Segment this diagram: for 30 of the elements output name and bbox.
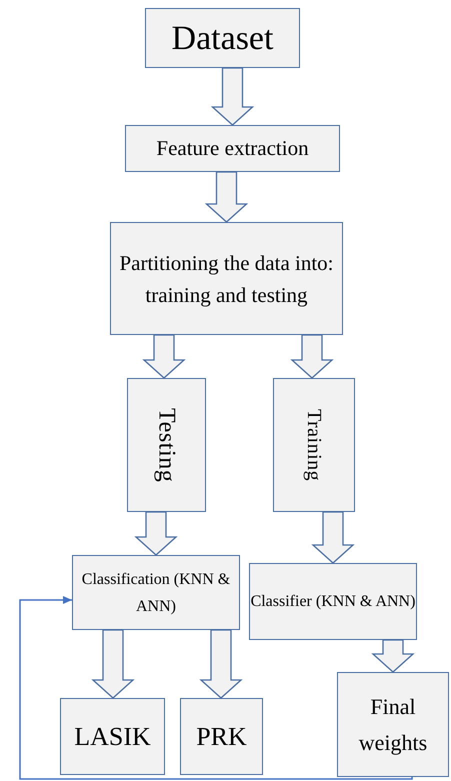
block-arrow	[210, 67, 254, 126]
node-label: Classification (KNN & ANN)	[80, 570, 232, 616]
output-box	[337, 672, 449, 777]
process-box	[145, 8, 300, 68]
node-label: Partitioning the data into: training and testing	[119, 250, 334, 308]
process-box	[273, 378, 355, 512]
process-box	[110, 222, 343, 335]
block-arrow	[204, 171, 248, 223]
block-arrow	[142, 334, 186, 379]
node-label: Final weights	[358, 692, 428, 757]
result-box	[180, 698, 263, 775]
block-arrow	[290, 334, 334, 379]
node-label: Feature extraction	[156, 134, 309, 162]
process-box	[125, 125, 340, 172]
result-box	[60, 698, 165, 775]
node-label: Classifier (KNN & ANN)	[250, 592, 416, 612]
node-label: Testing	[152, 408, 180, 482]
process-box	[72, 555, 240, 630]
node-label: Dataset	[172, 18, 274, 58]
block-arrow	[311, 511, 355, 564]
block-arrow	[199, 629, 243, 699]
block-arrow	[371, 639, 415, 673]
process-box	[249, 563, 417, 640]
node-label: PRK	[196, 721, 247, 753]
feedback-arrow	[19, 596, 413, 780]
node-label: Training	[302, 408, 326, 482]
block-arrow	[134, 511, 178, 556]
process-box	[127, 378, 206, 512]
node-label: LASIK	[74, 721, 151, 753]
block-arrow	[91, 629, 135, 699]
